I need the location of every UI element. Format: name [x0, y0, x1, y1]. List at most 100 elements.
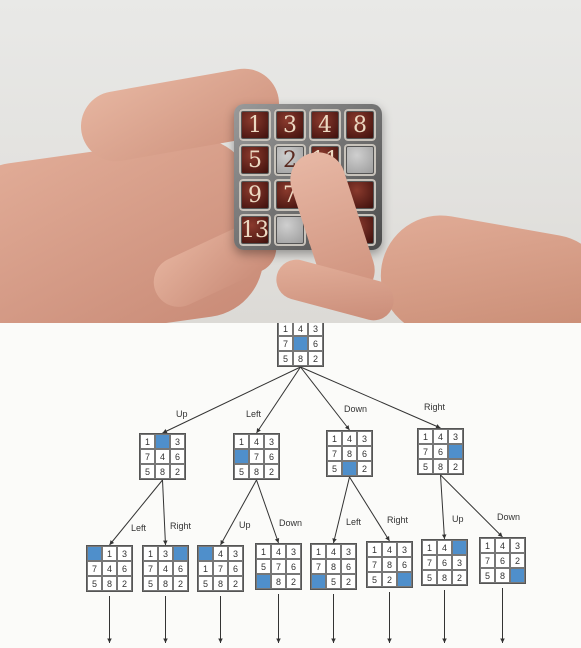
arrowhead [107, 638, 112, 643]
tile-cell: 7 [311, 559, 326, 574]
puzzle-tile [344, 144, 376, 176]
tile-cell: 1 [327, 431, 342, 446]
tile-cell: 6 [173, 561, 188, 576]
tile-cell: 2 [341, 574, 356, 589]
tile-cell: 5 [326, 574, 341, 589]
tile-cell: 5 [422, 570, 437, 585]
tree-edge [440, 474, 503, 538]
tile-cell: 6 [264, 449, 279, 464]
tile-cell: 6 [433, 444, 448, 459]
tree-edge [256, 479, 279, 544]
tile-cell: 7 [271, 559, 286, 574]
tile-cell: 5 [198, 576, 213, 591]
tile-cell: 5 [140, 464, 155, 479]
tile-cell: 8 [155, 464, 170, 479]
tree-edge [300, 366, 350, 431]
tile-cell: 7 [367, 557, 382, 572]
tree-edge [162, 366, 301, 434]
tile-cell: 1 [311, 544, 326, 559]
puzzle-tile: 3 [274, 109, 306, 141]
arrowhead [344, 425, 350, 430]
tree-edge [220, 479, 257, 546]
move-label: Left [246, 409, 262, 419]
tile-cell: 3 [117, 546, 132, 561]
tile-cell: 7 [422, 555, 437, 570]
tile-cell: 3 [286, 544, 301, 559]
tile-cell: 5 [480, 568, 495, 583]
tree-edge [162, 479, 166, 546]
blank-cell [397, 572, 412, 587]
blank-cell [256, 574, 271, 589]
tile-cell: 3 [357, 431, 372, 446]
tile-cell: 6 [117, 561, 132, 576]
tile-cell: 4 [249, 434, 264, 449]
arrowhead [385, 536, 390, 541]
tile-cell: 4 [382, 542, 397, 557]
tile-cell: 7 [213, 561, 228, 576]
tile-cell: 6 [341, 559, 356, 574]
tree-edge [109, 479, 163, 546]
arrowhead [441, 534, 447, 539]
blank-cell [510, 568, 525, 583]
puzzle-tile: 8 [344, 109, 376, 141]
tile-cell: 4 [213, 546, 228, 561]
tile-cell: 4 [293, 323, 308, 336]
tile-cell: 2 [357, 461, 372, 476]
tile-cell: 4 [326, 544, 341, 559]
tree-edges [107, 366, 505, 643]
move-label: Down [344, 404, 368, 414]
tile-cell: 4 [155, 449, 170, 464]
tile-cell: 1 [480, 538, 495, 553]
tile-cell: 5 [327, 461, 342, 476]
tile-cell: 4 [158, 561, 173, 576]
tile-cell: 1 [278, 323, 293, 336]
left-hand [0, 129, 272, 323]
tile-cell: 7 [249, 449, 264, 464]
move-label: Down [279, 518, 303, 528]
tile-cell: 6 [437, 555, 452, 570]
tile-cell: 2 [510, 553, 525, 568]
arrowhead [109, 540, 115, 545]
arrowhead [331, 638, 336, 643]
arrowhead [500, 638, 505, 643]
tile-cell: 4 [495, 538, 510, 553]
move-label: Left [131, 523, 147, 533]
move-label: Left [346, 517, 362, 527]
arrowhead [163, 638, 168, 643]
move-label: Right [424, 402, 446, 412]
tile-cell: 5 [87, 576, 102, 591]
tile-cell: 8 [271, 574, 286, 589]
blank-cell [198, 546, 213, 561]
tile-cell: 3 [448, 429, 463, 444]
tile-cell: 7 [418, 444, 433, 459]
tile-cell: 7 [327, 446, 342, 461]
tile-cell: 1 [256, 544, 271, 559]
puzzle-photo: 134852119713 [0, 0, 581, 323]
tile-cell: 5 [256, 559, 271, 574]
arrowhead [162, 429, 168, 434]
tile-cell: 8 [293, 351, 308, 366]
tile-cell: 8 [213, 576, 228, 591]
tile-cell: 2 [117, 576, 132, 591]
blank-cell [173, 546, 188, 561]
tree-edge [440, 474, 445, 540]
tile-cell: 3 [452, 555, 467, 570]
tile-cell: 7 [278, 336, 293, 351]
puzzle-tile: 5 [239, 144, 271, 176]
tile-cell: 8 [326, 559, 341, 574]
move-label: Up [452, 514, 464, 524]
blank-cell [87, 546, 102, 561]
tile-cell: 8 [495, 568, 510, 583]
tile-cell: 3 [397, 542, 412, 557]
tile-cell: 1 [422, 540, 437, 555]
blank-cell [452, 540, 467, 555]
